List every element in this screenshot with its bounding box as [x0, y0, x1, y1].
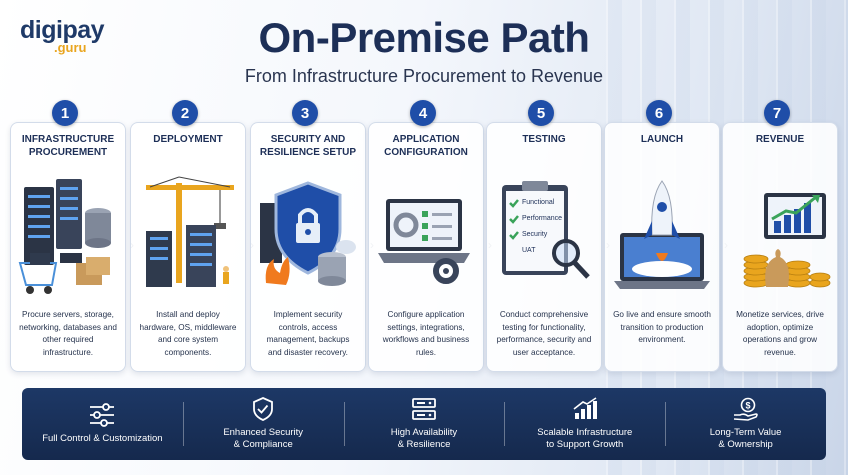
step-number-badge: 6: [646, 100, 672, 126]
benefit-label: Full Control & Customization: [42, 433, 163, 444]
benefit-security: Enhanced Security & Compliance: [182, 388, 344, 460]
server-rack-icon: [15, 171, 121, 299]
step-6: LAUNCH Go live and ensure smooth transit…: [604, 100, 720, 372]
hand-dollar-icon: $: [733, 397, 758, 421]
svg-text:$: $: [745, 401, 750, 411]
benefit-label: High Availability & Resilience: [390, 427, 458, 450]
step-4: APPLICATION CONFIGURATION Configure appl…: [368, 100, 484, 372]
laptop-gear-icon: [373, 171, 479, 299]
step-7: REVENUE Monetize services, drive ad: [722, 100, 838, 372]
benefit-availability: High Availability & Resilience: [343, 388, 505, 460]
step-number-badge: 2: [172, 100, 198, 126]
page-subtitle: From Infrastructure Procurement to Reven…: [244, 66, 604, 86]
step-card: SECURITY AND RESILIENCE SETUP Implement …: [250, 122, 366, 372]
step-1: INFRASTRUCTURE PROCUREMENT Pro: [10, 100, 126, 372]
rocket-launch-icon: [609, 171, 715, 299]
step-5: TESTING Functional Performance Security …: [486, 100, 602, 372]
step-card: TESTING Functional Performance Security …: [486, 122, 602, 372]
sliders-icon: [90, 403, 115, 427]
step-title: TESTING: [522, 134, 566, 145]
step-card: INFRASTRUCTURE PROCUREMENT Pro: [10, 122, 126, 372]
step-description: Install and deploy hardware, OS, middlew…: [139, 310, 237, 357]
benefit-scalability: Scalable Infrastructure to Support Growt…: [504, 388, 665, 460]
step-description: Monetize services, drive adoption, optim…: [736, 310, 824, 357]
checklist-item: Security: [522, 231, 548, 238]
step-card: LAUNCH Go live and ensure smooth transit…: [604, 122, 720, 372]
benefit-label: Long-Term Value & Ownership: [709, 427, 782, 450]
step-card: DEPLOYMENT Install and deploy hardware, …: [130, 122, 246, 372]
money-growth-icon: [727, 171, 833, 299]
step-description: Procure servers, storage, networking, da…: [19, 310, 117, 357]
clipboard-checklist-icon: Functional Performance Security UAT: [491, 171, 597, 299]
step-title: SECURITY AND RESILIENCE SETUP: [259, 134, 357, 158]
checklist-item: Functional: [522, 199, 555, 206]
page-title: On-Premise Path: [258, 14, 590, 61]
step-title: APPLICATION CONFIGURATION: [384, 134, 468, 158]
step-number-badge: 4: [410, 100, 436, 126]
checklist-item: Performance: [522, 215, 563, 222]
step-title: LAUNCH: [640, 134, 684, 145]
shield-lock-icon: [255, 171, 361, 299]
checklist-item: UAT: [522, 247, 536, 254]
benefit-control: Full Control & Customization: [22, 388, 183, 460]
step-description: Conduct comprehensive testing for functi…: [496, 310, 592, 357]
step-2: DEPLOYMENT Install and deploy hardware, …: [130, 100, 246, 372]
step-card: REVENUE Monetize services, drive ad: [722, 122, 838, 372]
step-number-badge: 7: [764, 100, 790, 126]
benefit-value: $ Long-Term Value & Ownership: [665, 388, 826, 460]
process-steps: INFRASTRUCTURE PROCUREMENT Pro: [10, 100, 840, 372]
benefit-label: Scalable Infrastructure to Support Growt…: [537, 427, 633, 450]
server-icon: [412, 398, 436, 420]
step-number-badge: 3: [292, 100, 318, 126]
step-description: Go live and ensure smooth transition to …: [613, 310, 711, 344]
brand-logo: digipay .guru: [20, 16, 105, 55]
step-title: INFRASTRUCTURE PROCUREMENT: [21, 134, 115, 158]
shield-check-icon: [253, 397, 274, 421]
logo-suffix: .guru: [54, 40, 87, 55]
benefits-bar: Full Control & Customization Enhanced Se…: [22, 388, 826, 460]
step-title: REVENUE: [755, 134, 805, 145]
growth-chart-icon: [573, 397, 597, 419]
step-number-badge: 1: [52, 100, 78, 126]
step-description: Implement security controls, access mana…: [266, 310, 350, 357]
crane-construction-icon: [135, 171, 241, 299]
step-description: Configure application settings, integrat…: [382, 310, 470, 357]
step-title: DEPLOYMENT: [153, 134, 223, 145]
step-3: SECURITY AND RESILIENCE SETUP Implement …: [250, 100, 366, 372]
logo-wordmark: digipay: [20, 16, 105, 44]
step-card: APPLICATION CONFIGURATION Configure appl…: [368, 122, 484, 372]
benefit-label: Enhanced Security & Compliance: [223, 427, 304, 450]
step-number-badge: 5: [528, 100, 554, 126]
